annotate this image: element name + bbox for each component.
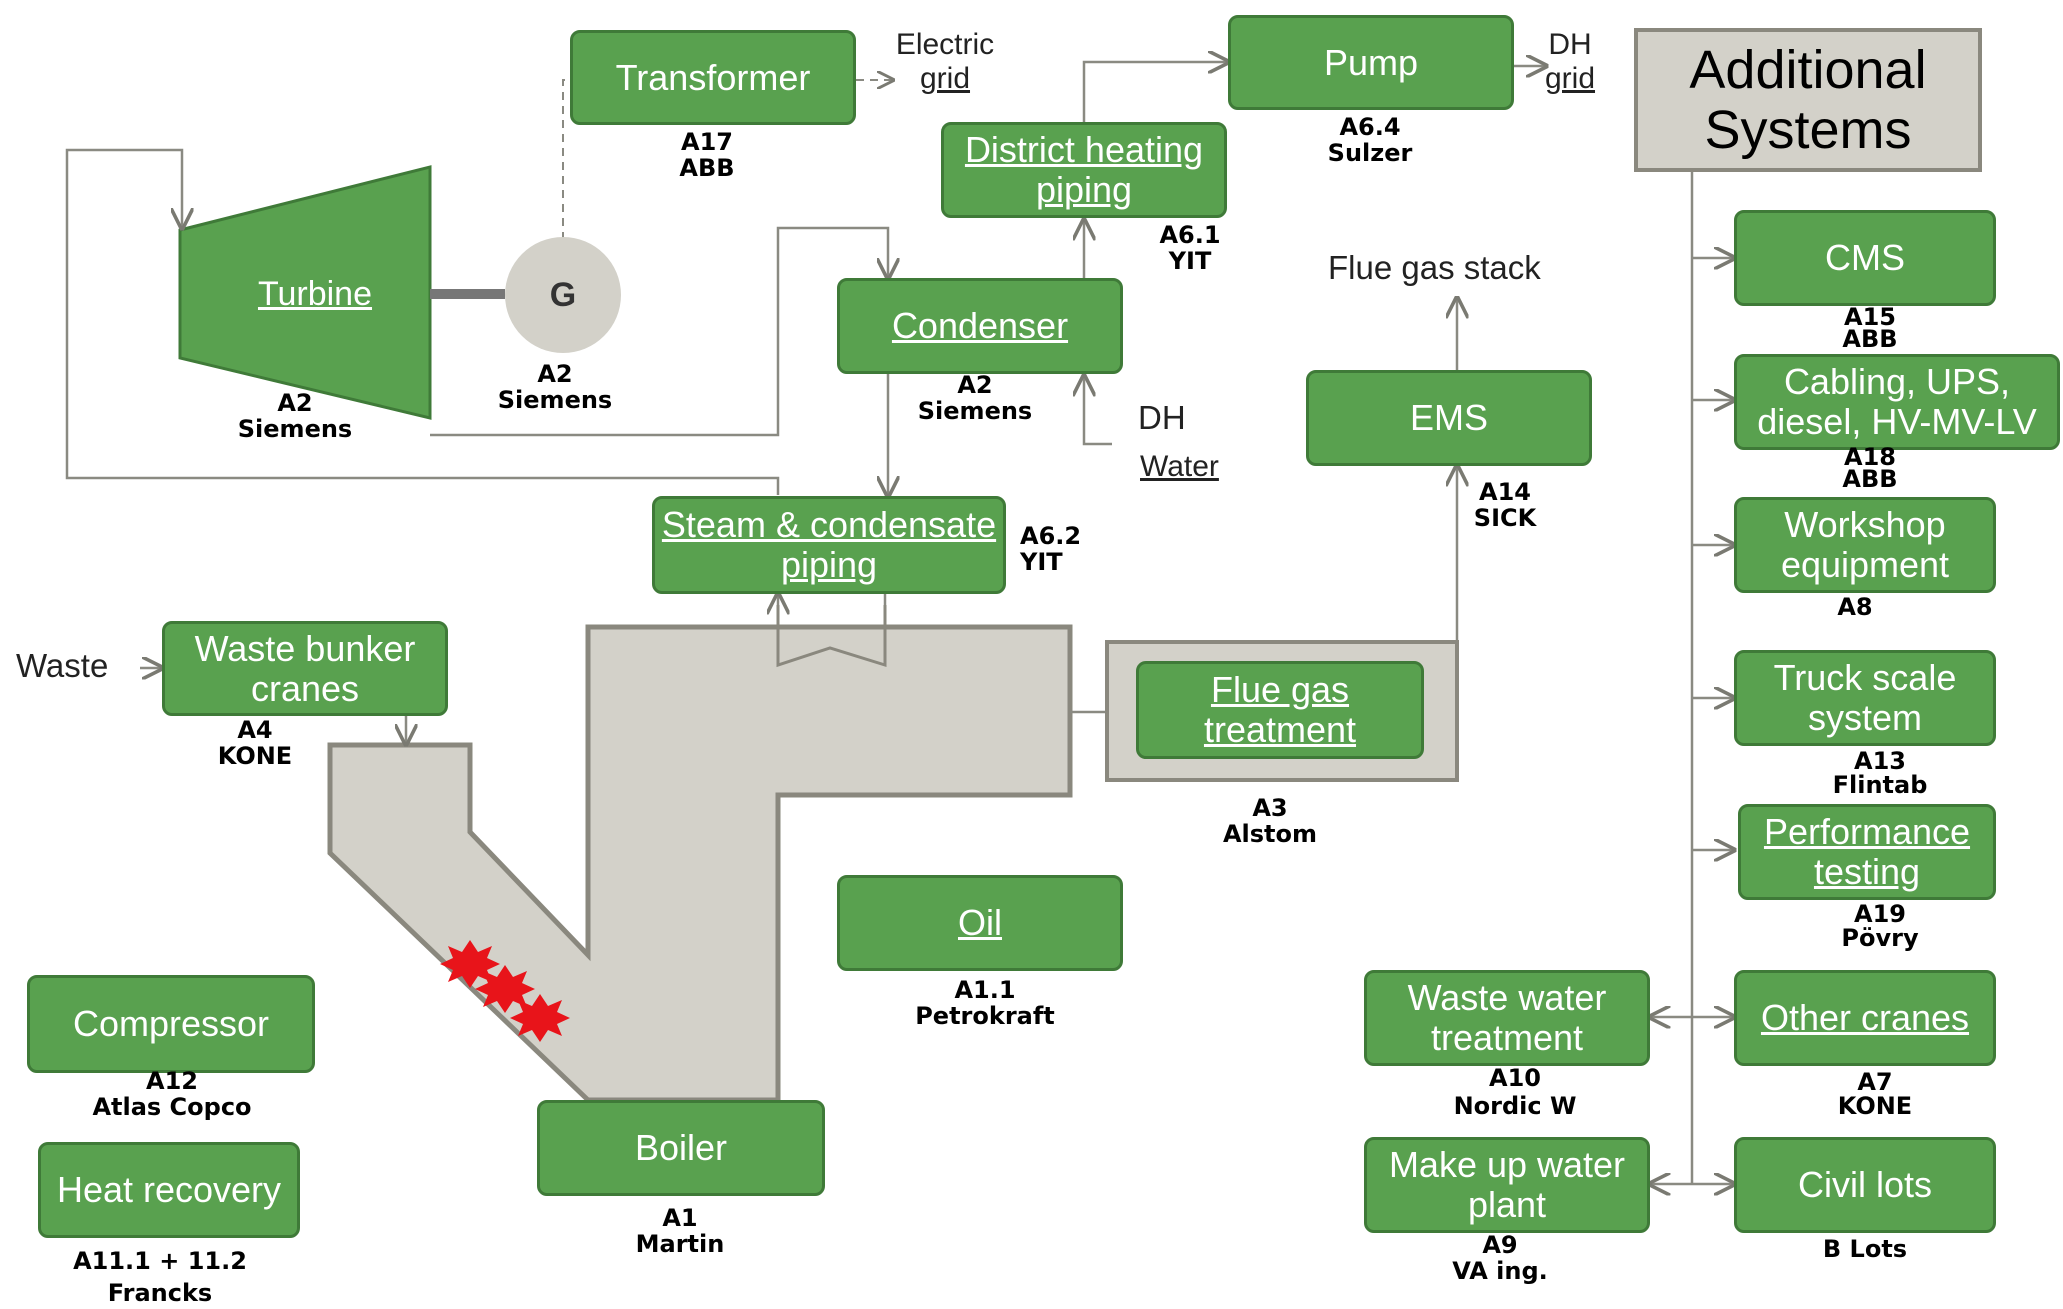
dh-water-line	[1084, 376, 1112, 446]
cms-label: CMS	[1825, 237, 1905, 278]
heat-recovery-label: Heat recovery	[56, 1169, 282, 1210]
boiler-box[interactable]: Boiler	[537, 1100, 825, 1196]
workshop-caption: A8	[1837, 593, 1873, 621]
pump-label: Pump	[1323, 41, 1419, 83]
other-cranes-label: Other cranes	[1760, 997, 1970, 1038]
ems-label: EMS	[1409, 397, 1488, 438]
cabling-box[interactable]: Cabling, UPS, diesel, HV-MV-LV	[1734, 354, 2060, 450]
waste-bunker-cranes-box[interactable]: Waste bunker cranes	[162, 621, 448, 716]
flue-gas-treatment-label: Flue gas treatment	[1203, 669, 1357, 750]
cms-box[interactable]: CMS	[1734, 210, 1996, 306]
truck-scale-label: Truck scale system	[1773, 657, 1957, 738]
make-up-water-box[interactable]: Make up water plant	[1364, 1137, 1650, 1233]
dh-water-water-label: Water	[1140, 450, 1219, 483]
transformer-box[interactable]: Transformer	[570, 30, 856, 125]
heat-recovery-box[interactable]: Heat recovery	[38, 1142, 300, 1238]
turbine-steam-line	[65, 148, 780, 495]
additional-systems-title: Additional Systems	[1634, 28, 1982, 172]
performance-testing-label: Performance testing	[1763, 811, 1971, 892]
transformer-label: Transformer	[615, 56, 811, 98]
other-cranes-box[interactable]: Other cranes	[1734, 970, 1996, 1066]
ems-box[interactable]: EMS	[1306, 370, 1592, 466]
steam-piping-box[interactable]: Steam & condensate piping	[652, 496, 1006, 594]
waste-water-label: Waste water treatment	[1407, 977, 1607, 1058]
make-up-water-label: Make up water plant	[1388, 1144, 1626, 1225]
generator-circle: G	[505, 237, 621, 353]
flue-gas-stack-label: Flue gas stack	[1328, 249, 1541, 286]
workshop-label: Workshop equipment	[1780, 504, 1950, 585]
waste-label: Waste	[16, 647, 109, 684]
flue-gas-treatment-box[interactable]: Flue gas treatment	[1136, 661, 1424, 759]
performance-testing-box[interactable]: Performance testing	[1738, 804, 1996, 900]
compressor-label: Compressor	[72, 1003, 270, 1044]
civil-lots-caption: B Lots	[1822, 1235, 1908, 1263]
drum-connector	[776, 605, 887, 668]
condenser-label: Condenser	[891, 305, 1069, 346]
cabling-label: Cabling, UPS, diesel, HV-MV-LV	[1757, 361, 2037, 442]
civil-lots-label: Civil lots	[1797, 1164, 1932, 1205]
additional-systems-text: Additional Systems	[1689, 40, 1927, 160]
waste-bunker-cranes-label: Waste bunker cranes	[194, 627, 416, 709]
workshop-box[interactable]: Workshop equipment	[1734, 497, 1996, 593]
steam-piping-label: Steam & condensate piping	[661, 504, 997, 585]
boiler-label: Boiler	[634, 1127, 728, 1168]
dh-pump-line	[1082, 62, 1228, 122]
pump-box[interactable]: Pump	[1228, 15, 1514, 110]
turbine-exhaust-line	[430, 226, 888, 437]
compressor-box[interactable]: Compressor	[27, 975, 315, 1073]
truck-scale-box[interactable]: Truck scale system	[1734, 650, 1996, 746]
civil-lots-box[interactable]: Civil lots	[1734, 1137, 1996, 1233]
generator-transformer-line	[562, 79, 570, 240]
flame-icons	[440, 940, 570, 1042]
turbine-label: Turbine	[257, 275, 373, 313]
turbine-shape	[178, 165, 432, 420]
waste-water-box[interactable]: Waste water treatment	[1364, 970, 1650, 1066]
dh-water-dh-label: DH	[1138, 399, 1186, 436]
condenser-box[interactable]: Condenser	[837, 278, 1123, 374]
district-heating-piping-box[interactable]: District heating piping	[941, 122, 1227, 218]
generator-label: G	[549, 275, 577, 314]
district-heating-piping-label: District heating piping	[964, 129, 1204, 210]
oil-box[interactable]: Oil	[837, 875, 1123, 971]
oil-label: Oil	[958, 902, 1002, 943]
